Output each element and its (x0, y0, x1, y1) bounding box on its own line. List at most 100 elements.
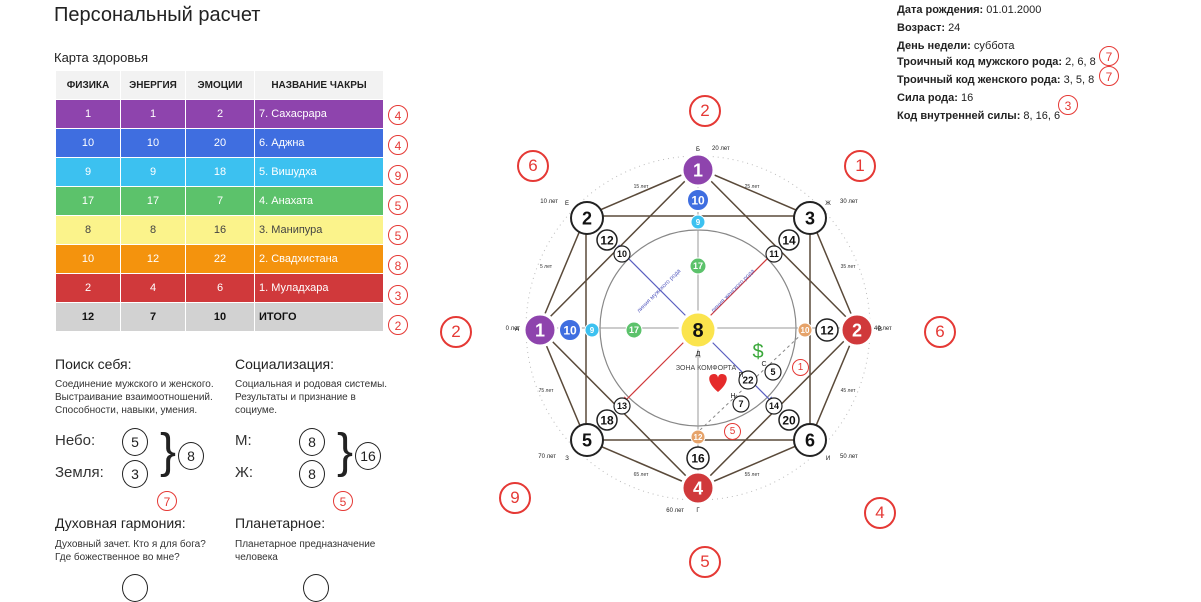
search-title: Поиск себя: (55, 356, 132, 372)
money-a: 22 (742, 376, 754, 387)
total-cell: ИТОГО (255, 303, 383, 331)
vertex-tr: 3 (805, 208, 815, 228)
info-birth: Дата рождения: 01.01.2000 (897, 4, 1042, 16)
vertex-bl-circle (570, 423, 604, 457)
male-label: М: (235, 432, 252, 449)
female-label: Ж: (235, 464, 254, 481)
sky-value: 5 (122, 428, 148, 456)
info-age: Возраст: 24 (897, 22, 961, 34)
inner-right-2-circle (815, 318, 839, 342)
info-male-code: Троичный код мужского рода: 2, 6, 8 (897, 56, 1096, 68)
cell-emotions: 16 (186, 216, 254, 244)
search-text: Соединение мужского и женского. Выстраив… (55, 379, 214, 416)
vertex-letter-tr: Ж (825, 201, 831, 207)
vertex-br: 6 (805, 430, 815, 450)
planet-title: Планетарное: (235, 515, 326, 531)
spirit-title: Духовная гармония: (55, 515, 186, 531)
vertex-letter-bl: З (565, 456, 569, 462)
outer-mark-top-left: 6 (517, 150, 549, 182)
female-line-label: линия женского рода (710, 268, 756, 314)
chakra-mark: 8 (388, 255, 408, 275)
age-top: 20 лет (712, 146, 730, 152)
age-tr: 30 лет (840, 199, 858, 205)
cell-physics: 10 (56, 245, 120, 273)
money-b-circle (764, 363, 782, 381)
cell-energy: 12 (121, 245, 185, 273)
vertex-letter-right: В (878, 327, 882, 333)
planet-value-oval (303, 574, 329, 602)
social-title: Социализация: (235, 356, 335, 372)
cell-chakra-name: 2. Свадхистана (255, 245, 383, 273)
outer-mark-money: 1 (792, 359, 809, 376)
inner-bottom-2: 16 (691, 451, 705, 465)
age-tl: 10 лет (540, 199, 558, 205)
cell-chakra-name: 6. Аджна (255, 129, 383, 157)
vertex-letter-br: И (826, 456, 830, 462)
age-left: 0 лет (506, 326, 521, 332)
outer-mark-left: 2 (440, 316, 472, 348)
social-brace: } (337, 425, 354, 478)
cell-physics: 10 (56, 129, 120, 157)
age-right: 40 лет (874, 326, 892, 332)
vertex-bottom-circle (680, 470, 716, 506)
chakra-mark: 4 (388, 135, 408, 155)
inner-left-3-circle (625, 321, 643, 339)
cell-emotions: 20 (186, 129, 254, 157)
inner-right-1-circle (797, 322, 813, 338)
age-mark: 25 лет (745, 184, 760, 190)
search-mark: 7 (157, 491, 177, 511)
earth-label: Земля: (55, 464, 104, 481)
outer-mark-bottom-left: 9 (499, 482, 531, 514)
page-title: Персональный расчет (54, 4, 261, 26)
diag-br-b: 14 (769, 401, 779, 411)
outer-mark-money2: 5 (724, 423, 741, 440)
search-sum: 8 (178, 442, 204, 470)
inner-left-3: 17 (629, 325, 639, 335)
age-mark: 45 лет (841, 388, 856, 394)
age-bottom: 60 лет (666, 508, 684, 514)
outer-mark-right: 6 (924, 316, 956, 348)
inner-bottom-1: 12 (694, 433, 703, 442)
octagon-outline (538, 167, 858, 489)
chakra-mark: 4 (388, 105, 408, 125)
diag-tl-a: 12 (600, 233, 614, 247)
cell-emotions: 18 (186, 158, 254, 186)
diag-bl-b: 13 (617, 401, 627, 411)
female-value: 8 (299, 460, 325, 488)
vertex-center: 8 (692, 320, 703, 342)
cell-emotions: 7 (186, 187, 254, 215)
cell-emotions: 2 (186, 100, 254, 128)
vertex-letter-bottom: Г (696, 508, 700, 514)
inner-top-2: 9 (696, 218, 701, 227)
cell-energy: 10 (121, 129, 185, 157)
info-female-code: Троичный код женского рода: 3, 5, 8 (897, 74, 1095, 86)
money-letter-n: Н (730, 393, 735, 400)
inner-left-2: 9 (590, 326, 595, 335)
inner-top-3-circle (689, 257, 707, 275)
age-mark: 65 лет (634, 472, 649, 478)
vertex-tr-circle (793, 201, 827, 235)
spirit-text: Духовный зачет. Кто я для бога? Где боже… (55, 539, 206, 563)
diag-tl-b-circle (613, 245, 631, 263)
total-cell: 12 (56, 303, 120, 331)
age-br: 50 лет (840, 454, 858, 460)
comfort-zone-label: ЗОНА КОМФОРТА (676, 365, 737, 372)
vertex-bottom: 4 (693, 478, 703, 498)
money-c-circle (732, 395, 750, 413)
age-scale (525, 155, 871, 501)
diag-bl-a: 18 (600, 413, 614, 427)
cell-emotions: 6 (186, 274, 254, 302)
inner-circle (599, 229, 797, 427)
chakra-mark: 9 (388, 165, 408, 185)
dollar-icon: $ (752, 341, 763, 363)
cell-energy: 17 (121, 187, 185, 215)
health-map-title: Карта здоровья (54, 50, 149, 65)
center-letter: Д (696, 351, 701, 358)
diag-br-b-circle (765, 397, 783, 415)
money-letter-p: П (738, 372, 743, 379)
cell-chakra-name: 5. Вишудха (255, 158, 383, 186)
cell-energy: 1 (121, 100, 185, 128)
cell-energy: 8 (121, 216, 185, 244)
